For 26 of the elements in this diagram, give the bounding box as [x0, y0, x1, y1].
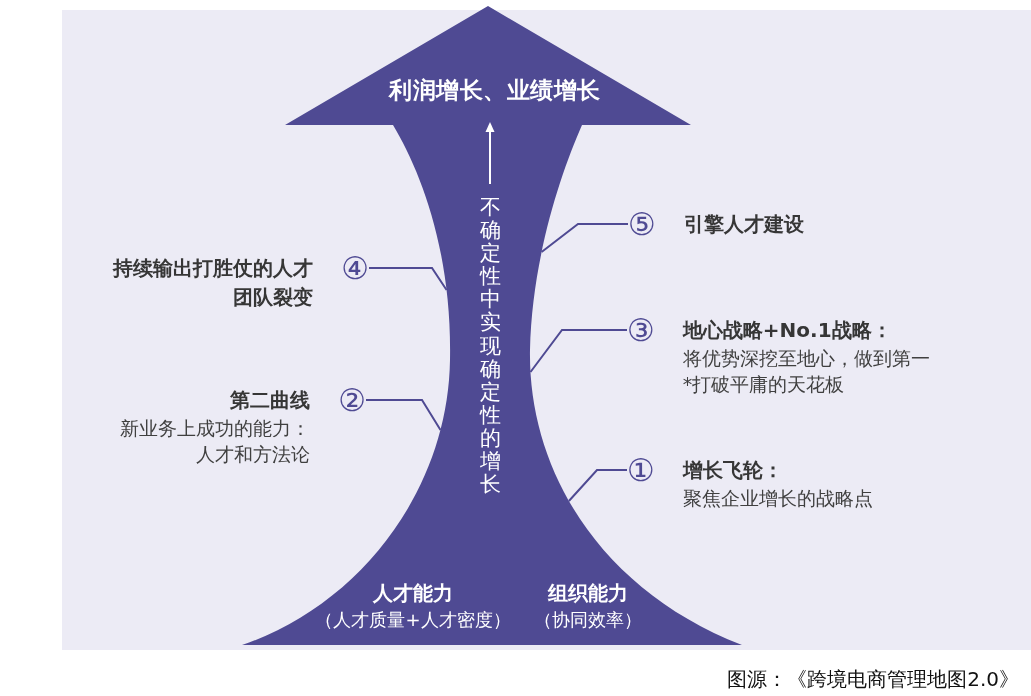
base-heading: 人才能力 [373, 580, 453, 607]
leader-line [567, 469, 628, 502]
leader-line [365, 399, 442, 431]
callout-number: ② [338, 386, 366, 414]
callout-number: ④ [341, 254, 369, 282]
callout-number: ⑤ [628, 210, 656, 238]
base-heading: 组织能力 [548, 580, 628, 607]
arrow-headline: 利润增长、业绩增长 [389, 76, 601, 105]
callout-text: *打破平庸的天花板 [682, 372, 845, 397]
callout-text: 聚焦企业增长的战略点 [682, 486, 873, 511]
callout-text: 将优势深挖至地心，做到第一 [682, 346, 930, 371]
base-subtext: （人才质量+人才密度） [315, 608, 511, 632]
leader-line [368, 267, 448, 291]
callout-heading: 持续输出打胜仗的人才团队裂变 [111, 255, 314, 311]
callout-heading: 第二曲线 [230, 387, 311, 414]
leader-line [540, 223, 629, 253]
callout-text: 新业务上成功的能力：人才和方法论 [119, 416, 311, 467]
callout-heading: 引擎人才建设 [683, 211, 804, 238]
callout-number: ① [627, 456, 655, 484]
caption: 图源：《跨境电商管理地图2.0》 [727, 666, 1019, 693]
callout-heading: 增长飞轮： [682, 457, 783, 484]
vertical-text: 不确定性中实现确定性的增长 [479, 196, 501, 497]
callout-heading: 地心战略+No.1战略： [682, 317, 892, 344]
callout-number: ③ [627, 316, 655, 344]
base-subtext: （协同效率） [534, 608, 642, 632]
leader-line [529, 329, 628, 373]
